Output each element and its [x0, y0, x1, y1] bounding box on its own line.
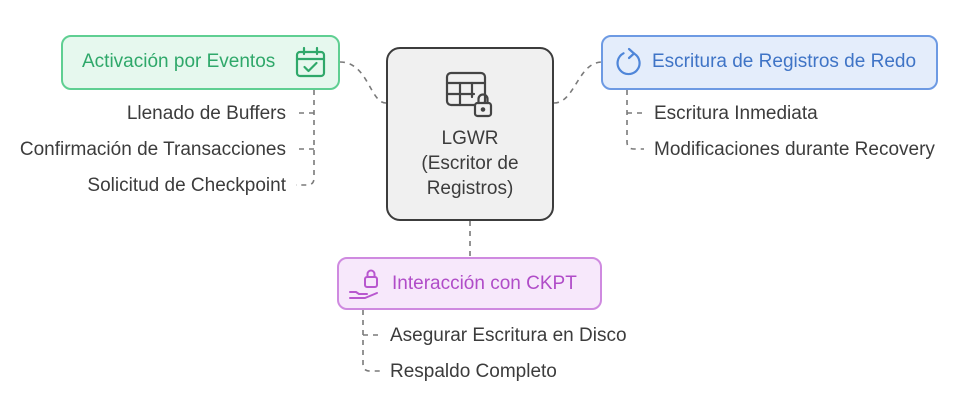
connector-redo-trunk [626, 90, 644, 150]
activation-item-3: Solicitud de Checkpoint [87, 175, 286, 196]
center-title: LGWR (Escritor de Registros) [388, 126, 552, 201]
redo-item-2: Modificaciones durante Recovery [654, 139, 935, 160]
connector-center-redo [553, 61, 603, 104]
redo-title: Escritura de Registros de Redo [652, 51, 917, 72]
ckpt-item-2: Respaldo Completo [390, 361, 557, 382]
ckpt-item-1: Asegurar Escritura en Disco [390, 325, 627, 346]
activation-item-1: Llenado de Buffers [126, 103, 286, 124]
center-node [386, 47, 554, 221]
connector-ckpt-trunk [362, 310, 381, 372]
ckpt-title: Interacción con CKPT [392, 273, 577, 294]
activation-title: Activación por Eventos [82, 51, 276, 72]
center-title-line1: LGWR [441, 128, 499, 149]
activation-item-2: Confirmación de Transacciones [19, 139, 286, 160]
connector-center-activation [339, 61, 387, 104]
redo-item-1: Escritura Inmediata [654, 103, 818, 124]
table-lock-icon [445, 71, 493, 118]
rotate-cw-icon [616, 47, 641, 76]
activation-node [61, 35, 340, 90]
center-title-line3: Registros) [426, 178, 514, 199]
hand-lock-icon [349, 269, 378, 299]
center-title-line2: (Escritor de [421, 153, 519, 174]
ckpt-node [337, 257, 602, 310]
connector-activation-trunk [296, 90, 315, 186]
calendar-check-icon [295, 46, 326, 78]
redo-node [601, 35, 938, 90]
